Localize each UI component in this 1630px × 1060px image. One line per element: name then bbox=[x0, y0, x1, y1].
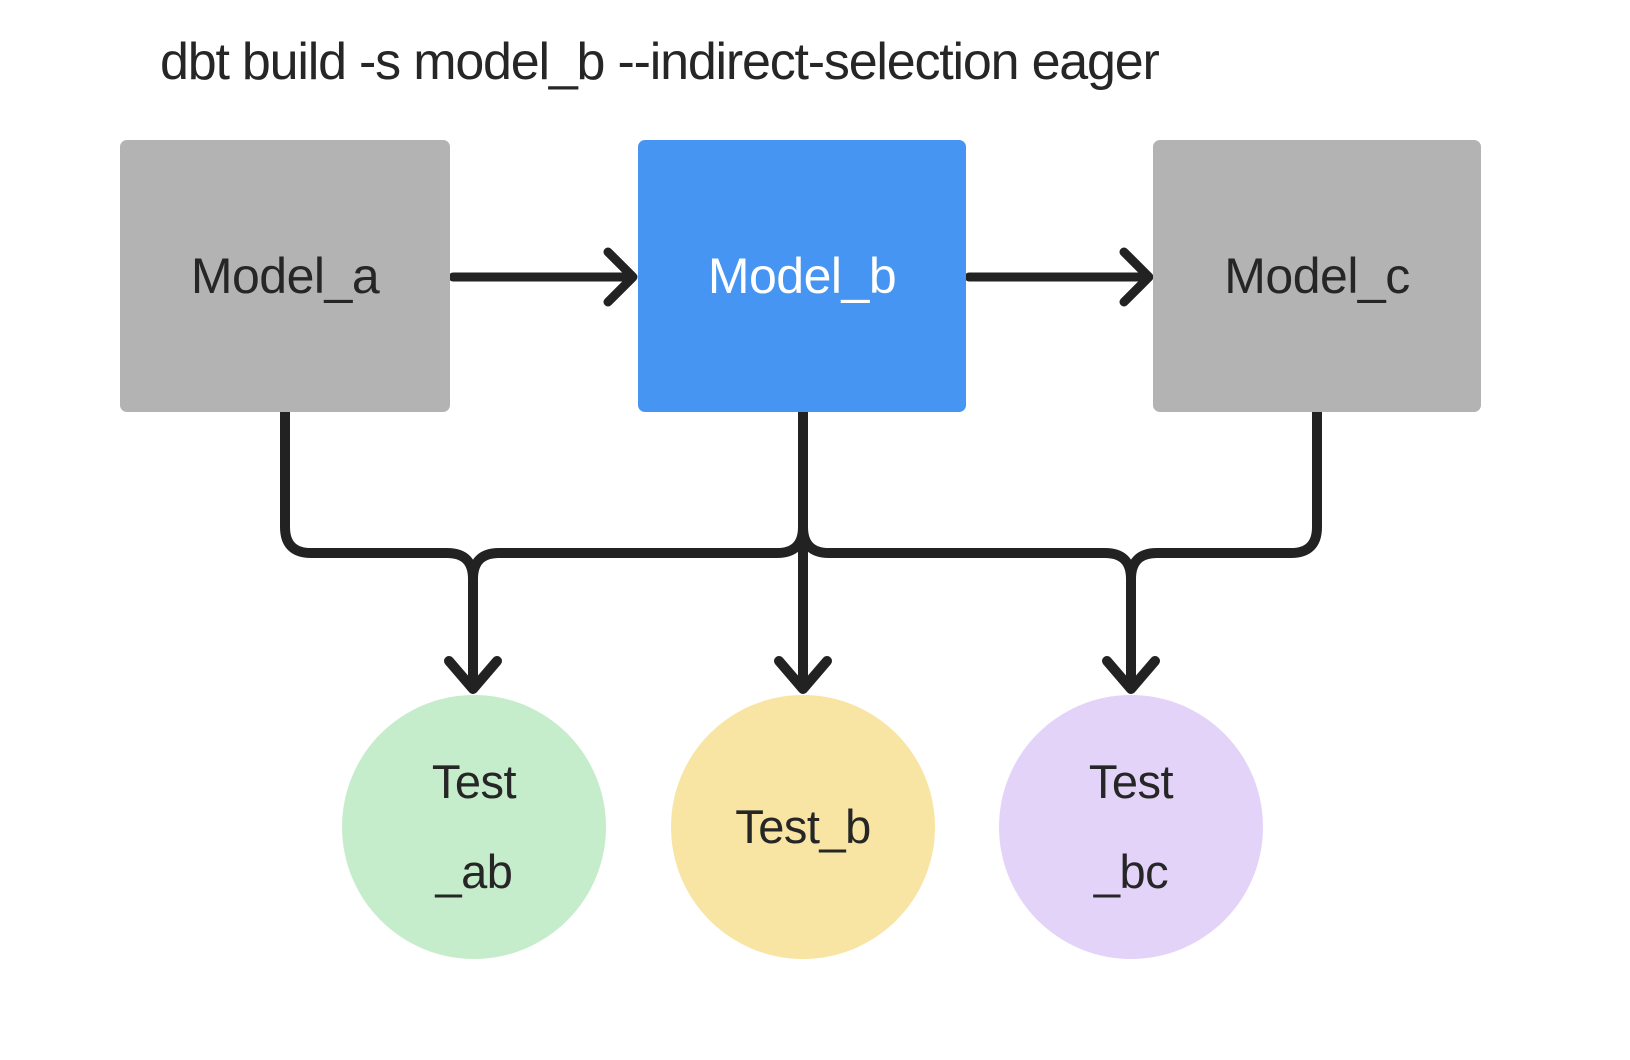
edge-model-c-to-test-bc bbox=[1126, 405, 1322, 693]
arrowhead-model-c-icon bbox=[1119, 247, 1154, 307]
node-test-ab-label-line2: _ab bbox=[435, 845, 513, 898]
edge-model-b-to-test-bc bbox=[798, 405, 1136, 693]
diagram-title: dbt build -s model_b --indirect-selectio… bbox=[160, 33, 1160, 91]
arrowhead-test-ab-icon bbox=[444, 656, 502, 694]
node-test-bc-label-line2: _bc bbox=[1093, 845, 1169, 898]
node-model-a: Model_a bbox=[120, 140, 450, 412]
node-model-a-label: Model_a bbox=[190, 248, 380, 304]
edge-model-b-to-test-ab bbox=[468, 405, 808, 693]
node-test-b-label: Test_b bbox=[735, 800, 871, 853]
arrowhead-model-b-icon bbox=[603, 247, 638, 307]
edge-model-a-to-test-ab bbox=[280, 405, 478, 693]
node-test-b: Test_b bbox=[671, 695, 935, 959]
node-test-bc: Test _bc bbox=[999, 695, 1263, 959]
node-test-ab: Test _ab bbox=[342, 695, 606, 959]
node-model-b-label: Model_b bbox=[707, 248, 897, 304]
node-model-b: Model_b bbox=[638, 140, 966, 412]
node-model-c-label: Model_c bbox=[1224, 248, 1410, 304]
arrowhead-test-bc-icon bbox=[1102, 656, 1160, 694]
node-test-bc-label-line1: Test bbox=[1088, 755, 1174, 808]
node-model-c: Model_c bbox=[1153, 140, 1481, 412]
arrowhead-test-b-icon bbox=[774, 656, 832, 694]
node-test-ab-label-line1: Test bbox=[431, 755, 517, 808]
